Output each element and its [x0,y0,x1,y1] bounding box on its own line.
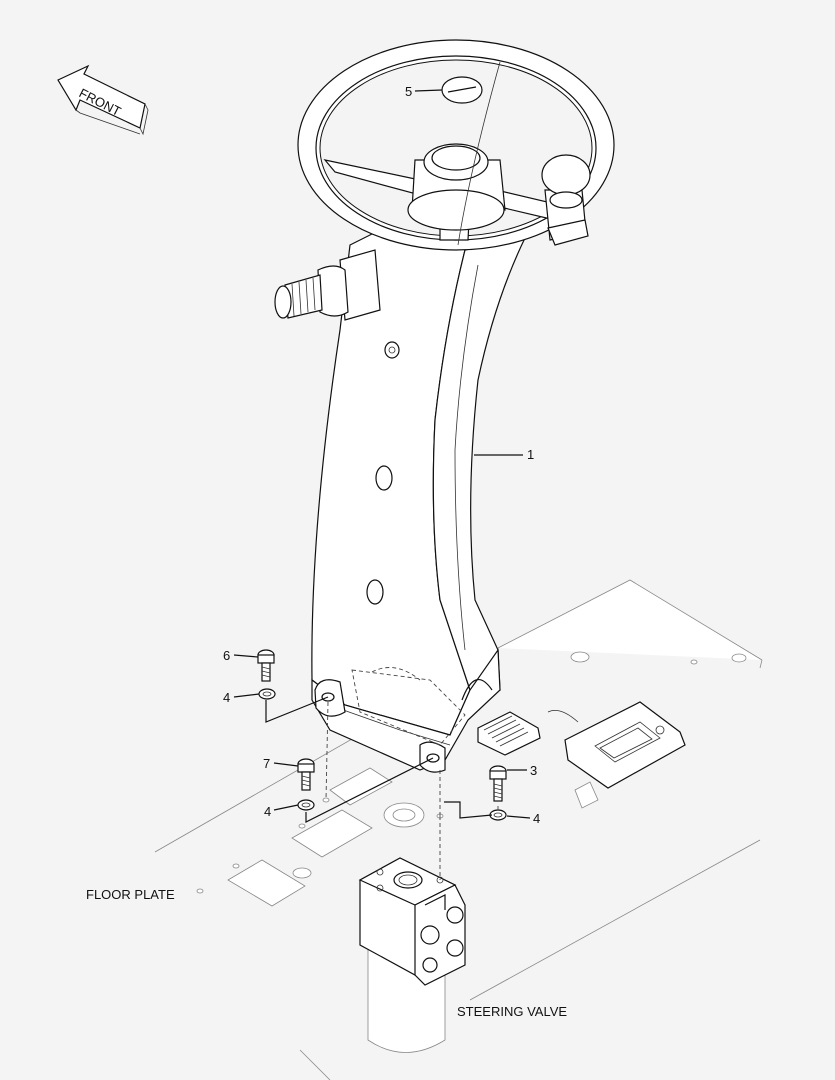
callout-3: 3 [530,763,537,778]
steering-valve-label: STEERING VALVE [457,1004,567,1019]
steering-wheel [297,39,615,251]
bolt-6 [257,649,275,682]
steering-valve [358,857,466,1053]
washer-4b [297,799,315,811]
steering-column [274,214,541,773]
floor-plate [154,579,763,1080]
callout-4b: 4 [264,804,271,819]
bolt-3 [489,765,507,802]
leader-lines [233,89,531,819]
callout-4c: 4 [533,811,540,826]
callout-1: 1 [527,447,534,462]
callout-4a: 4 [223,690,230,705]
callout-6: 6 [223,648,230,663]
bolt-7 [297,758,315,791]
front-arrow: FRONT [57,64,149,136]
callout-7: 7 [263,756,270,771]
pedal-bracket [547,701,686,789]
washer-4a [258,688,276,700]
floor-plate-label: FLOOR PLATE [86,887,175,902]
washer-4c [489,809,507,821]
assembly-lines [265,696,499,880]
callout-5: 5 [405,84,412,99]
